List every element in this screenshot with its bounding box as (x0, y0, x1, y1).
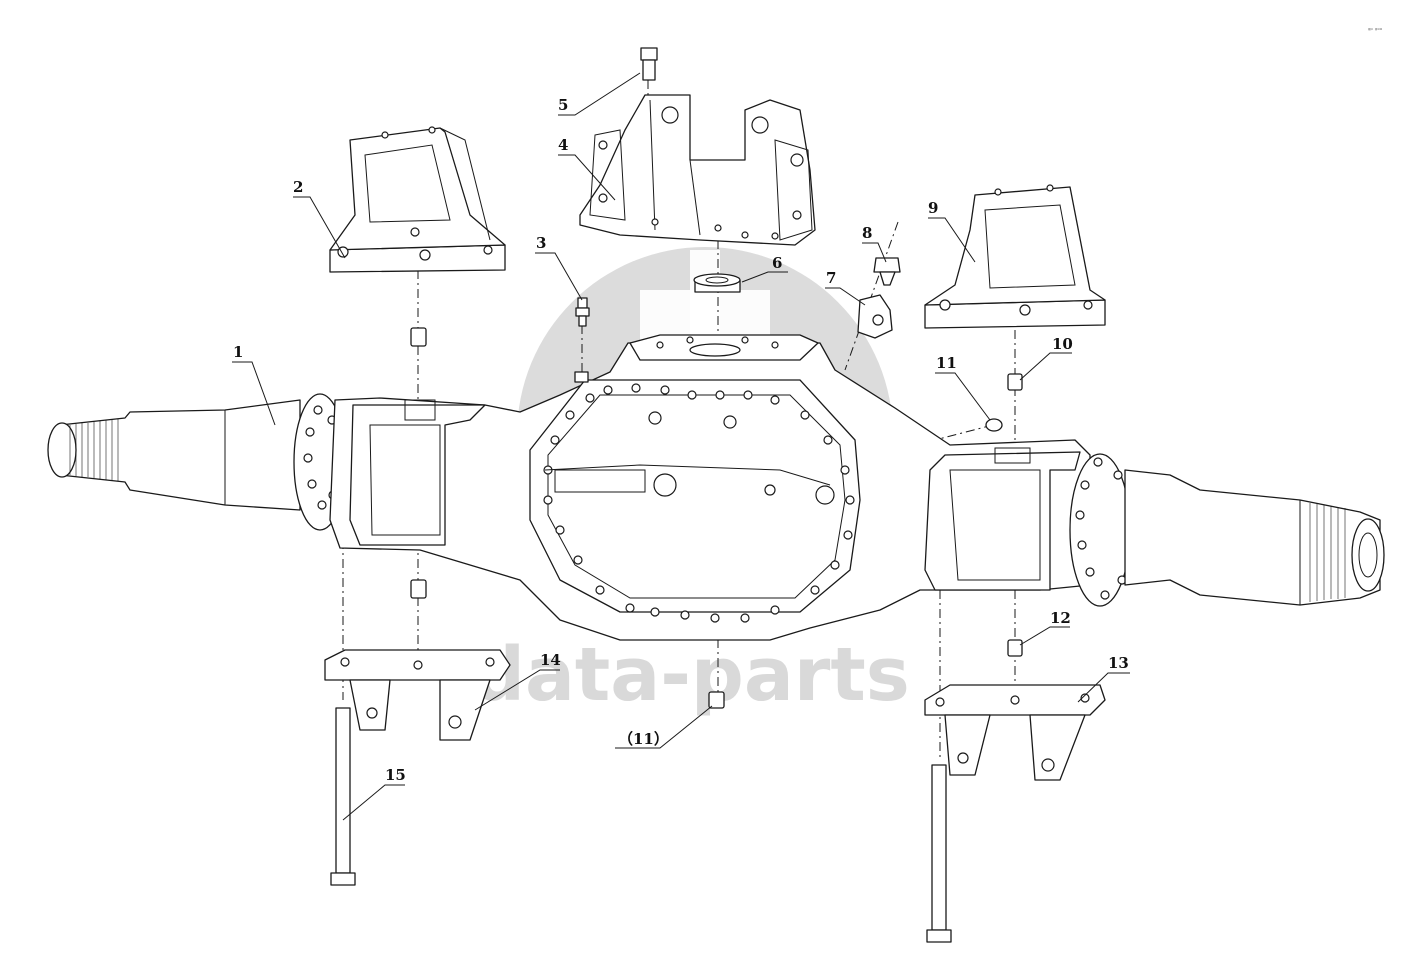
axle-housing (47, 334, 1385, 641)
cover-bolt-holes (543, 383, 855, 623)
callout-leaders (232, 72, 1130, 821)
callout-5: 5 (558, 96, 568, 114)
callout-11: 11 (936, 354, 957, 372)
breather-bolt (575, 297, 590, 327)
watermark-text: data-parts (472, 632, 910, 718)
callout-2: 2 (293, 178, 303, 196)
right-upper-spring-bracket (924, 184, 1106, 329)
callout-11-secondary: （11） (618, 730, 669, 748)
sensor-bracket (857, 294, 893, 339)
corner-mark: ᵍᵖ ᵍᵒᵒ (1368, 27, 1383, 34)
center-upper-bracket (579, 94, 816, 246)
top-bolt (640, 47, 658, 81)
callout-15: 15 (385, 766, 406, 784)
callout-8: 8 (862, 224, 872, 242)
callout-9: 9 (928, 199, 938, 217)
plug-fitting (873, 257, 901, 286)
center-washer (693, 273, 741, 293)
right-lower-spring-plate (924, 684, 1106, 781)
callout-7: 7 (826, 269, 836, 287)
callout-10: 10 (1052, 335, 1073, 353)
right-u-bolt (926, 764, 952, 943)
flange-holes-right (1075, 457, 1127, 600)
left-upper-spring-bracket (329, 126, 506, 273)
callout-4: 4 (558, 136, 568, 154)
callout-labels: 1 2 3 4 5 6 7 8 9 10 11 12 13 14 15 （11） (233, 96, 1129, 784)
left-lower-spring-plate (324, 649, 511, 741)
callout-12: 12 (1050, 609, 1071, 627)
callout-14: 14 (540, 651, 561, 669)
callout-1: 1 (233, 343, 243, 361)
left-u-bolt (330, 707, 356, 886)
bushings (410, 327, 1023, 709)
callout-6: 6 (772, 254, 782, 272)
callout-3: 3 (536, 234, 546, 252)
callout-13: 13 (1108, 654, 1129, 672)
